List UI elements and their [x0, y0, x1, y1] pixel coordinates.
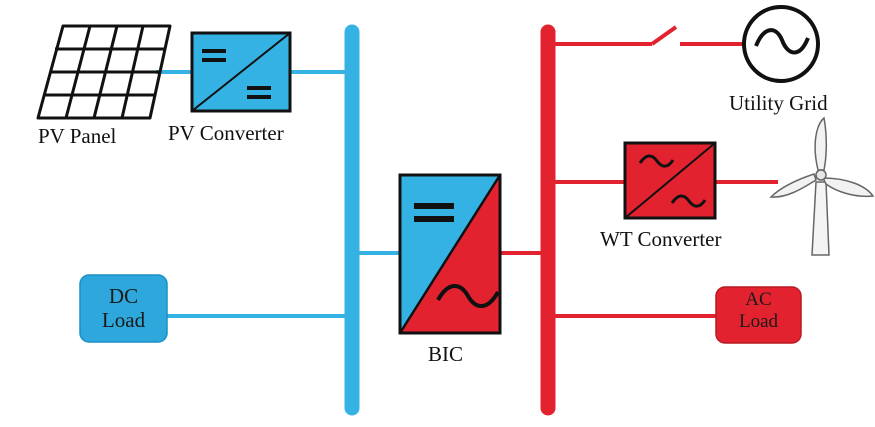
wind-turbine-icon: [769, 116, 875, 256]
ac-connections: [500, 25, 778, 318]
pv-converter-label: PV Converter: [168, 121, 284, 145]
ac-load-label-line2: Load: [738, 310, 779, 332]
wt-converter-label: WT Converter: [600, 227, 722, 251]
wt-converter-box: [623, 141, 717, 220]
ac-load-label-line1: AC: [745, 289, 772, 310]
switch-blade: [650, 25, 678, 46]
bic-label: BIC: [428, 342, 464, 366]
ac-load-label: AC Load: [716, 289, 801, 333]
dc-load-label: DC Load: [80, 284, 167, 332]
solar-panel-icon: [36, 24, 172, 120]
pv-panel-label: PV Panel: [38, 124, 117, 148]
utility-grid-label: Utility Grid: [729, 91, 828, 115]
dc-load-label-line2: Load: [101, 308, 146, 333]
bic-box: [398, 173, 502, 335]
ac-load-box: [715, 286, 802, 344]
dc-load-box: [79, 274, 168, 343]
pv-converter-box: [190, 31, 292, 113]
dc-load-label-line1: DC: [108, 284, 139, 308]
ac-source-icon: [742, 5, 820, 83]
dc-connections: [156, 70, 400, 318]
